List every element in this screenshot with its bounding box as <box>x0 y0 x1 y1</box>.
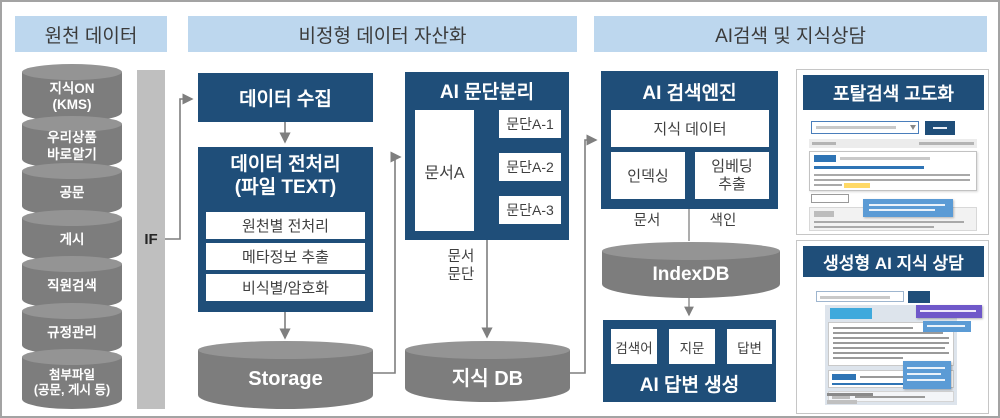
knowledge-data-box: 지식 데이터 <box>611 110 769 147</box>
chunk-box: 문단A-2 <box>499 153 561 181</box>
chat-card: 생성형 AI 지식 상담 <box>796 240 989 414</box>
header-source-data: 원천 데이터 <box>15 16 167 52</box>
chat-card-title: 생성형 AI 지식 상담 <box>803 246 984 277</box>
embedding-box: 임베딩 추출 <box>695 152 769 199</box>
document-box: 문서A <box>415 110 474 231</box>
chunk-box: 문단A-1 <box>499 110 561 138</box>
index-db-cylinder: IndexDB <box>602 242 780 298</box>
mock-chat-area <box>825 305 957 405</box>
wire-if-to-collect <box>165 93 194 240</box>
mock-search-button <box>925 121 955 135</box>
mock-tooltip-blue <box>923 321 971 332</box>
data-preprocess-title: 데이터 전처리 (파일 TEXT) <box>230 154 341 198</box>
answer-step-passage: 지문 <box>669 329 715 364</box>
mock-tooltip <box>863 199 953 217</box>
ai-search-engine-title: AI 검색엔진 <box>642 83 737 104</box>
interface-bar: IF <box>137 70 165 409</box>
mock-toolbar <box>809 139 977 148</box>
chunk-box: 문단A-3 <box>499 196 561 224</box>
wire-storage-to-split <box>373 151 402 374</box>
mock-search-button <box>908 291 930 303</box>
db-segment-label: 게시 <box>59 231 85 247</box>
mock-rating-stars <box>827 400 857 404</box>
db-segment: 우리상품 바로알기 <box>22 116 122 169</box>
portal-card: 포탈검색 고도화 <box>796 69 989 235</box>
mock-badge <box>814 155 836 162</box>
preprocess-step: 원천별 전처리 <box>206 212 365 239</box>
db-segment: 첨부파일 (공문, 게시 등) <box>22 349 122 409</box>
data-collection-label: 데이터 수집 <box>239 89 332 110</box>
mock-chip <box>811 194 849 203</box>
data-preprocess-box: 데이터 전처리 (파일 TEXT) 원천별 전처리 메타정보 추출 비식별/암호… <box>198 147 373 312</box>
mock-tooltip-bottom <box>903 361 951 389</box>
mock-highlight <box>844 183 870 188</box>
mock-footer-text <box>827 393 873 396</box>
indexing-box: 인덱싱 <box>611 152 685 199</box>
header-unstructured-asset: 비정형 데이터 자산화 <box>188 16 577 52</box>
db-segment: 게시 <box>22 210 122 262</box>
mock-dropdown-caret-icon <box>910 125 916 130</box>
ai-answer-title: AI 답변 생성 <box>639 375 740 396</box>
data-collection-box: 데이터 수집 <box>198 73 373 122</box>
ai-paragraph-split-title: AI 문단분리 <box>439 82 535 103</box>
portal-screenshot <box>803 114 984 231</box>
mock-search-input <box>811 121 919 134</box>
db-segment-label: 지식ON (KMS) <box>49 80 95 112</box>
ai-paragraph-split-box: AI 문단분리 문서A 문단A-1 문단A-2 문단A-3 <box>405 72 569 240</box>
knowledge-db-label: 지식 DB <box>451 367 524 390</box>
preprocess-step: 메타정보 추출 <box>206 243 365 270</box>
ai-search-engine-box: AI 검색엔진 지식 데이터 인덱싱 임베딩 추출 <box>601 71 778 209</box>
db-segment-label: 직원검색 <box>47 278 97 294</box>
mock-ai-chip <box>830 308 872 319</box>
answer-step-answer: 답변 <box>727 329 772 364</box>
storage-label: Storage <box>248 368 323 390</box>
db-segment: 직원검색 <box>22 256 122 309</box>
source-data-stack: 지식ON (KMS) 우리상품 바로알기 공문 게시 직원검색 규정관리 첨부파… <box>22 64 122 409</box>
doc-out-label: 문서 <box>633 213 661 229</box>
db-segment-label: 첨부파일 (공문, 게시 등) <box>33 368 111 397</box>
db-segment: 지식ON (KMS) <box>22 64 122 122</box>
mock-tooltip-purple <box>916 305 982 318</box>
storage-cylinder: Storage <box>198 341 373 409</box>
chat-screenshot <box>803 281 984 409</box>
preprocess-step: 비식별/암호화 <box>206 274 365 301</box>
db-segment-label: 규정관리 <box>47 324 97 340</box>
index-db-label: IndexDB <box>652 263 730 285</box>
knowledge-db-cylinder: 지식 DB <box>405 341 570 402</box>
db-segment: 공문 <box>22 163 122 216</box>
portal-card-title: 포탈검색 고도화 <box>803 75 984 110</box>
ai-answer-box: 검색어 지문 답변 AI 답변 생성 <box>603 320 776 402</box>
answer-step-query: 검색어 <box>611 329 657 364</box>
index-out-label: 색인 <box>709 213 737 229</box>
mock-result-panel <box>809 151 977 191</box>
doc-paragraph-label: 문서 문단 <box>447 249 475 284</box>
db-segment-label: 공문 <box>59 185 85 201</box>
wire-knowledgedb-to-engine <box>570 134 598 374</box>
db-segment: 규정관리 <box>22 303 122 355</box>
mock-search-input <box>816 291 904 302</box>
header-ai-search: AI검색 및 지식상담 <box>594 16 987 52</box>
db-segment-label: 우리상품 바로알기 <box>47 130 97 162</box>
mock-ref-row2 <box>828 391 954 402</box>
